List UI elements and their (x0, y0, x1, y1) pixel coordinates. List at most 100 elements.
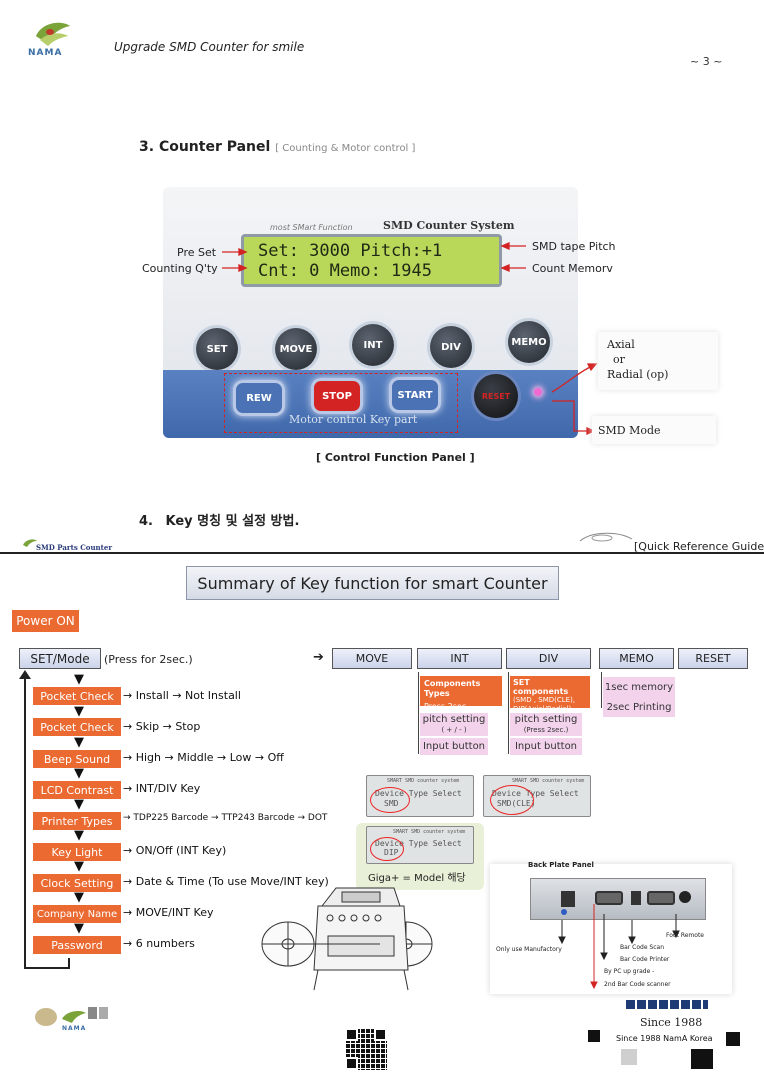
div-key[interactable]: DIV (430, 326, 472, 368)
div-pitch-setting: pitch setting (Press 2sec.) (510, 713, 582, 736)
giga-box: SMART SMD counter system Device Type Sel… (356, 823, 484, 890)
right-arrow-icon: ➔ (313, 650, 324, 665)
memo-1sec: 1sec memory (603, 677, 675, 697)
header-title: Upgrade SMD Counter for smile (114, 40, 305, 54)
press-2sec-label: (Press for 2sec.) (104, 653, 193, 666)
panel-caption: [ Control Function Panel ] (316, 451, 475, 464)
db9-port-icon-2 (647, 891, 675, 905)
step-desc-printer: → TDP225 Barcode → TTP243 Barcode → DOT (123, 813, 328, 823)
giga-note: Giga+ = Model 해당 (368, 873, 466, 884)
qrg-memo-key[interactable]: MEMO (599, 648, 674, 669)
qrg-brand-logo (22, 533, 38, 547)
down-arrow-icon: ▼ (74, 735, 84, 750)
section4-title: Key 명칭 및 설정 방법. (165, 514, 300, 529)
footer-block (621, 1049, 637, 1065)
step-company-name: Company Name (33, 905, 121, 923)
set-key[interactable]: SET (196, 328, 238, 370)
foot-remote-label: Foot Remote (666, 932, 704, 939)
axial-radial-box: Axial or Radial (op) (598, 332, 718, 390)
qrg-divider (0, 552, 764, 554)
lcd-shot-highlight (370, 837, 404, 861)
lcd-shot-line1: Device Type Select (375, 839, 462, 848)
section4-number: 4. (139, 514, 153, 529)
step-key-light: Key Light (33, 843, 121, 861)
lcd-shot-brand: SMART SMD counter system (387, 778, 460, 784)
qr-finder (374, 1028, 387, 1041)
memo-bracket-line (601, 672, 602, 708)
step-pocket-check-install: Pocket Check (33, 687, 121, 705)
summary-title: Summary of Key function for smart Counte… (197, 573, 548, 593)
preset-label: Pre Set (177, 246, 217, 259)
usb-b-port-icon (631, 891, 641, 905)
qrg-reset-key[interactable]: RESET (678, 648, 748, 669)
lcd-shot-line1: Device Type Select (375, 789, 462, 798)
stop-key[interactable]: STOP (314, 381, 360, 411)
int-header-label: Components Types (424, 679, 481, 698)
panel-brand-tag: most SMart Function (270, 223, 353, 232)
div-bracket-line (508, 672, 509, 754)
power-on-label: Power ON (16, 614, 75, 628)
qrg-move-key[interactable]: MOVE (332, 648, 412, 669)
start-key[interactable]: START (392, 380, 438, 410)
qrg-int-key[interactable]: INT (417, 648, 502, 669)
back-plate-pointers (558, 904, 680, 990)
back-plate-body (530, 878, 706, 920)
down-arrow-icon: ▼ (74, 828, 84, 843)
div-components-header: SET components (SMD , SMD(CLE), DIP(Axia… (510, 676, 590, 713)
footer-block (691, 1049, 713, 1069)
memo-2sec: 2sec Printing (603, 697, 675, 717)
lcd-shot-line1: Device Type Select (492, 789, 579, 798)
lcd-shot-brand: SMART SMD counter system (512, 778, 585, 784)
summary-title-box: Summary of Key function for smart Counte… (186, 566, 559, 600)
int-input-button: Input button (420, 738, 488, 755)
int-header-sub: Press 2sec. (424, 702, 469, 711)
loop-line-up (68, 958, 70, 968)
down-arrow-icon: ▼ (74, 921, 84, 936)
memo-key[interactable]: MEMO (508, 321, 550, 363)
panel-system-name: SMD Counter System (383, 219, 515, 232)
rew-key[interactable]: REW (236, 383, 282, 413)
down-arrow-icon: ▼ (74, 672, 84, 687)
power-on-badge: Power ON (12, 610, 79, 632)
qr-finder (345, 1028, 358, 1041)
radial-label: Radial (op) (607, 368, 669, 381)
namu-logo-bar (626, 1000, 708, 1009)
reset-key[interactable]: RESET (474, 374, 518, 418)
lcd-shot-brand: SMART SMD counter system (393, 829, 466, 835)
move-key[interactable]: MOVE (275, 328, 317, 370)
lcd-shot-smd: SMART SMD counter system Device Type Sel… (366, 775, 474, 817)
second-scanner-label: 2nd Bar Code scanner (604, 981, 671, 988)
or-label: or (613, 353, 625, 366)
int-pitch-label: pitch setting (422, 713, 486, 725)
div-header-label: SET components (513, 678, 569, 696)
db9-port-icon (595, 891, 623, 905)
step-printer-types: Printer Types (33, 812, 121, 830)
div-input-button: Input button (510, 738, 582, 755)
bar-code-scan-label: Bar Code Scan (620, 944, 665, 951)
qr-code (345, 1028, 387, 1070)
qrg-guide-label: [Quick Reference Guide] (634, 540, 764, 553)
set-mode-box[interactable]: SET/Mode (19, 648, 101, 669)
step-desc-password: → 6 numbers (123, 937, 195, 950)
step-desc-pocket-skip: → Skip → Stop (123, 720, 201, 733)
foot-remote-jack-icon (679, 891, 691, 903)
qrg-div-key[interactable]: DIV (506, 648, 591, 669)
div-pitch-label: pitch setting (514, 713, 578, 725)
down-arrow-icon: ▼ (74, 797, 84, 812)
axial-label: Axial (607, 338, 635, 351)
company-logo: NAMA (22, 14, 78, 62)
loop-arrow-icon (19, 670, 31, 679)
since-1988-small: Since 1988 NamA Korea (616, 1034, 713, 1043)
smd-mode-box: SMD Mode (592, 416, 716, 444)
int-pitch-setting: pitch setting ( + / - ) (420, 713, 488, 736)
lcd-shot-highlight (370, 787, 410, 813)
section3-title: Counter Panel (158, 139, 271, 155)
qrg-brand: SMD Parts Counter (36, 543, 113, 552)
lcd-display: Set: 3000 Pitch:+1 Cnt: 0 Memo: 1945 (241, 234, 502, 287)
lcd-shot-highlight (490, 785, 534, 815)
int-key[interactable]: INT (352, 324, 394, 366)
motor-control-box (224, 373, 458, 433)
loop-line-bottom (24, 967, 70, 969)
counter-machine-illustration (261, 887, 433, 991)
step-desc-beep: → High → Middle → Low → Off (123, 751, 284, 764)
